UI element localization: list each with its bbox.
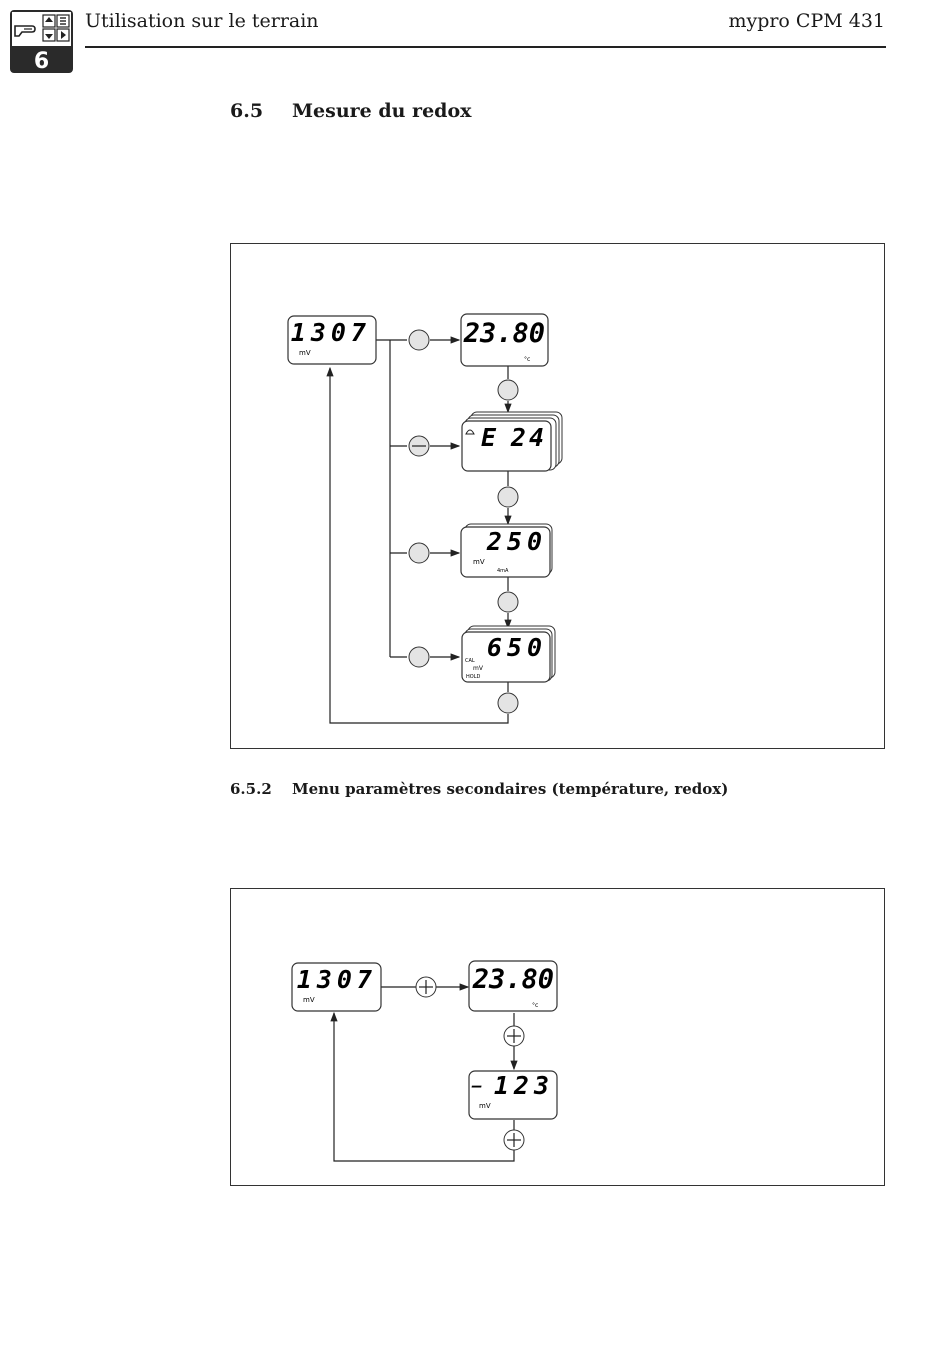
display-unit: mV [299,349,311,357]
header-chapter-title: Utilisation sur le terrain [85,10,319,32]
chapter-number: 6 [10,51,73,73]
display-cal-label: CAL [465,658,475,664]
key-button [498,592,518,612]
display-value: 650 [487,633,547,662]
display-unit: mV [479,1102,491,1110]
section-title: Mesure du redox [292,100,471,122]
display-unit: °c [524,356,530,363]
menu-diagram-secondary: 1307 mV 23.80 °c – 123 mV [230,888,885,1186]
display-value: 23.80 [472,964,554,995]
chapter-tab: 6 [10,10,73,73]
display-output-current: 4mA [497,568,509,574]
error-code: E [481,423,497,452]
display-value: 23.80 [463,318,545,349]
subsection-title: Menu paramètres secondaires (température… [292,780,728,798]
header-product-name: mypro CPM 431 [728,10,885,32]
display-unit: mV [473,665,484,672]
display-value: 1307 [291,318,371,347]
key-button [409,647,429,667]
error-value: 24 [510,423,547,452]
display-sign: – [471,1076,482,1095]
header-rule [85,46,886,48]
display-unit: mV [473,558,485,566]
display-output-stack: 250 mV 4mA [461,524,552,577]
display-redox: – 123 mV [469,1071,557,1119]
display-hold-label: HOLD [466,674,480,680]
display-temperature: 23.80 °c [461,314,548,366]
key-button [409,330,429,350]
display-calibration-stack: 650 CAL mV HOLD [462,626,555,682]
display-value: 1307 [297,965,377,994]
display-unit: mV [303,996,315,1004]
key-button [498,487,518,507]
section-number: 6.5 [230,100,292,122]
key-button [498,693,518,713]
operation-icon [10,10,73,48]
display-value: 123 [494,1071,554,1100]
key-button [498,380,518,400]
display-main-redox: 1307 mV [292,963,381,1011]
display-unit: °c [532,1002,538,1009]
subsection-number: 6.5.2 [230,780,292,798]
key-button [409,543,429,563]
display-main-redox: 1307 mV [288,316,376,364]
menu-diagram-main-svg: 1307 mV 23.80 °c E 24 250 mV 4mA [231,244,886,750]
display-value: 250 [486,527,547,556]
display-temperature: 23.80 °c [469,961,557,1011]
menu-diagram-secondary-svg: 1307 mV 23.80 °c – 123 mV [231,889,886,1187]
display-error-stack: E 24 [462,412,562,471]
menu-diagram-main: 1307 mV 23.80 °c E 24 250 mV 4mA [230,243,885,749]
